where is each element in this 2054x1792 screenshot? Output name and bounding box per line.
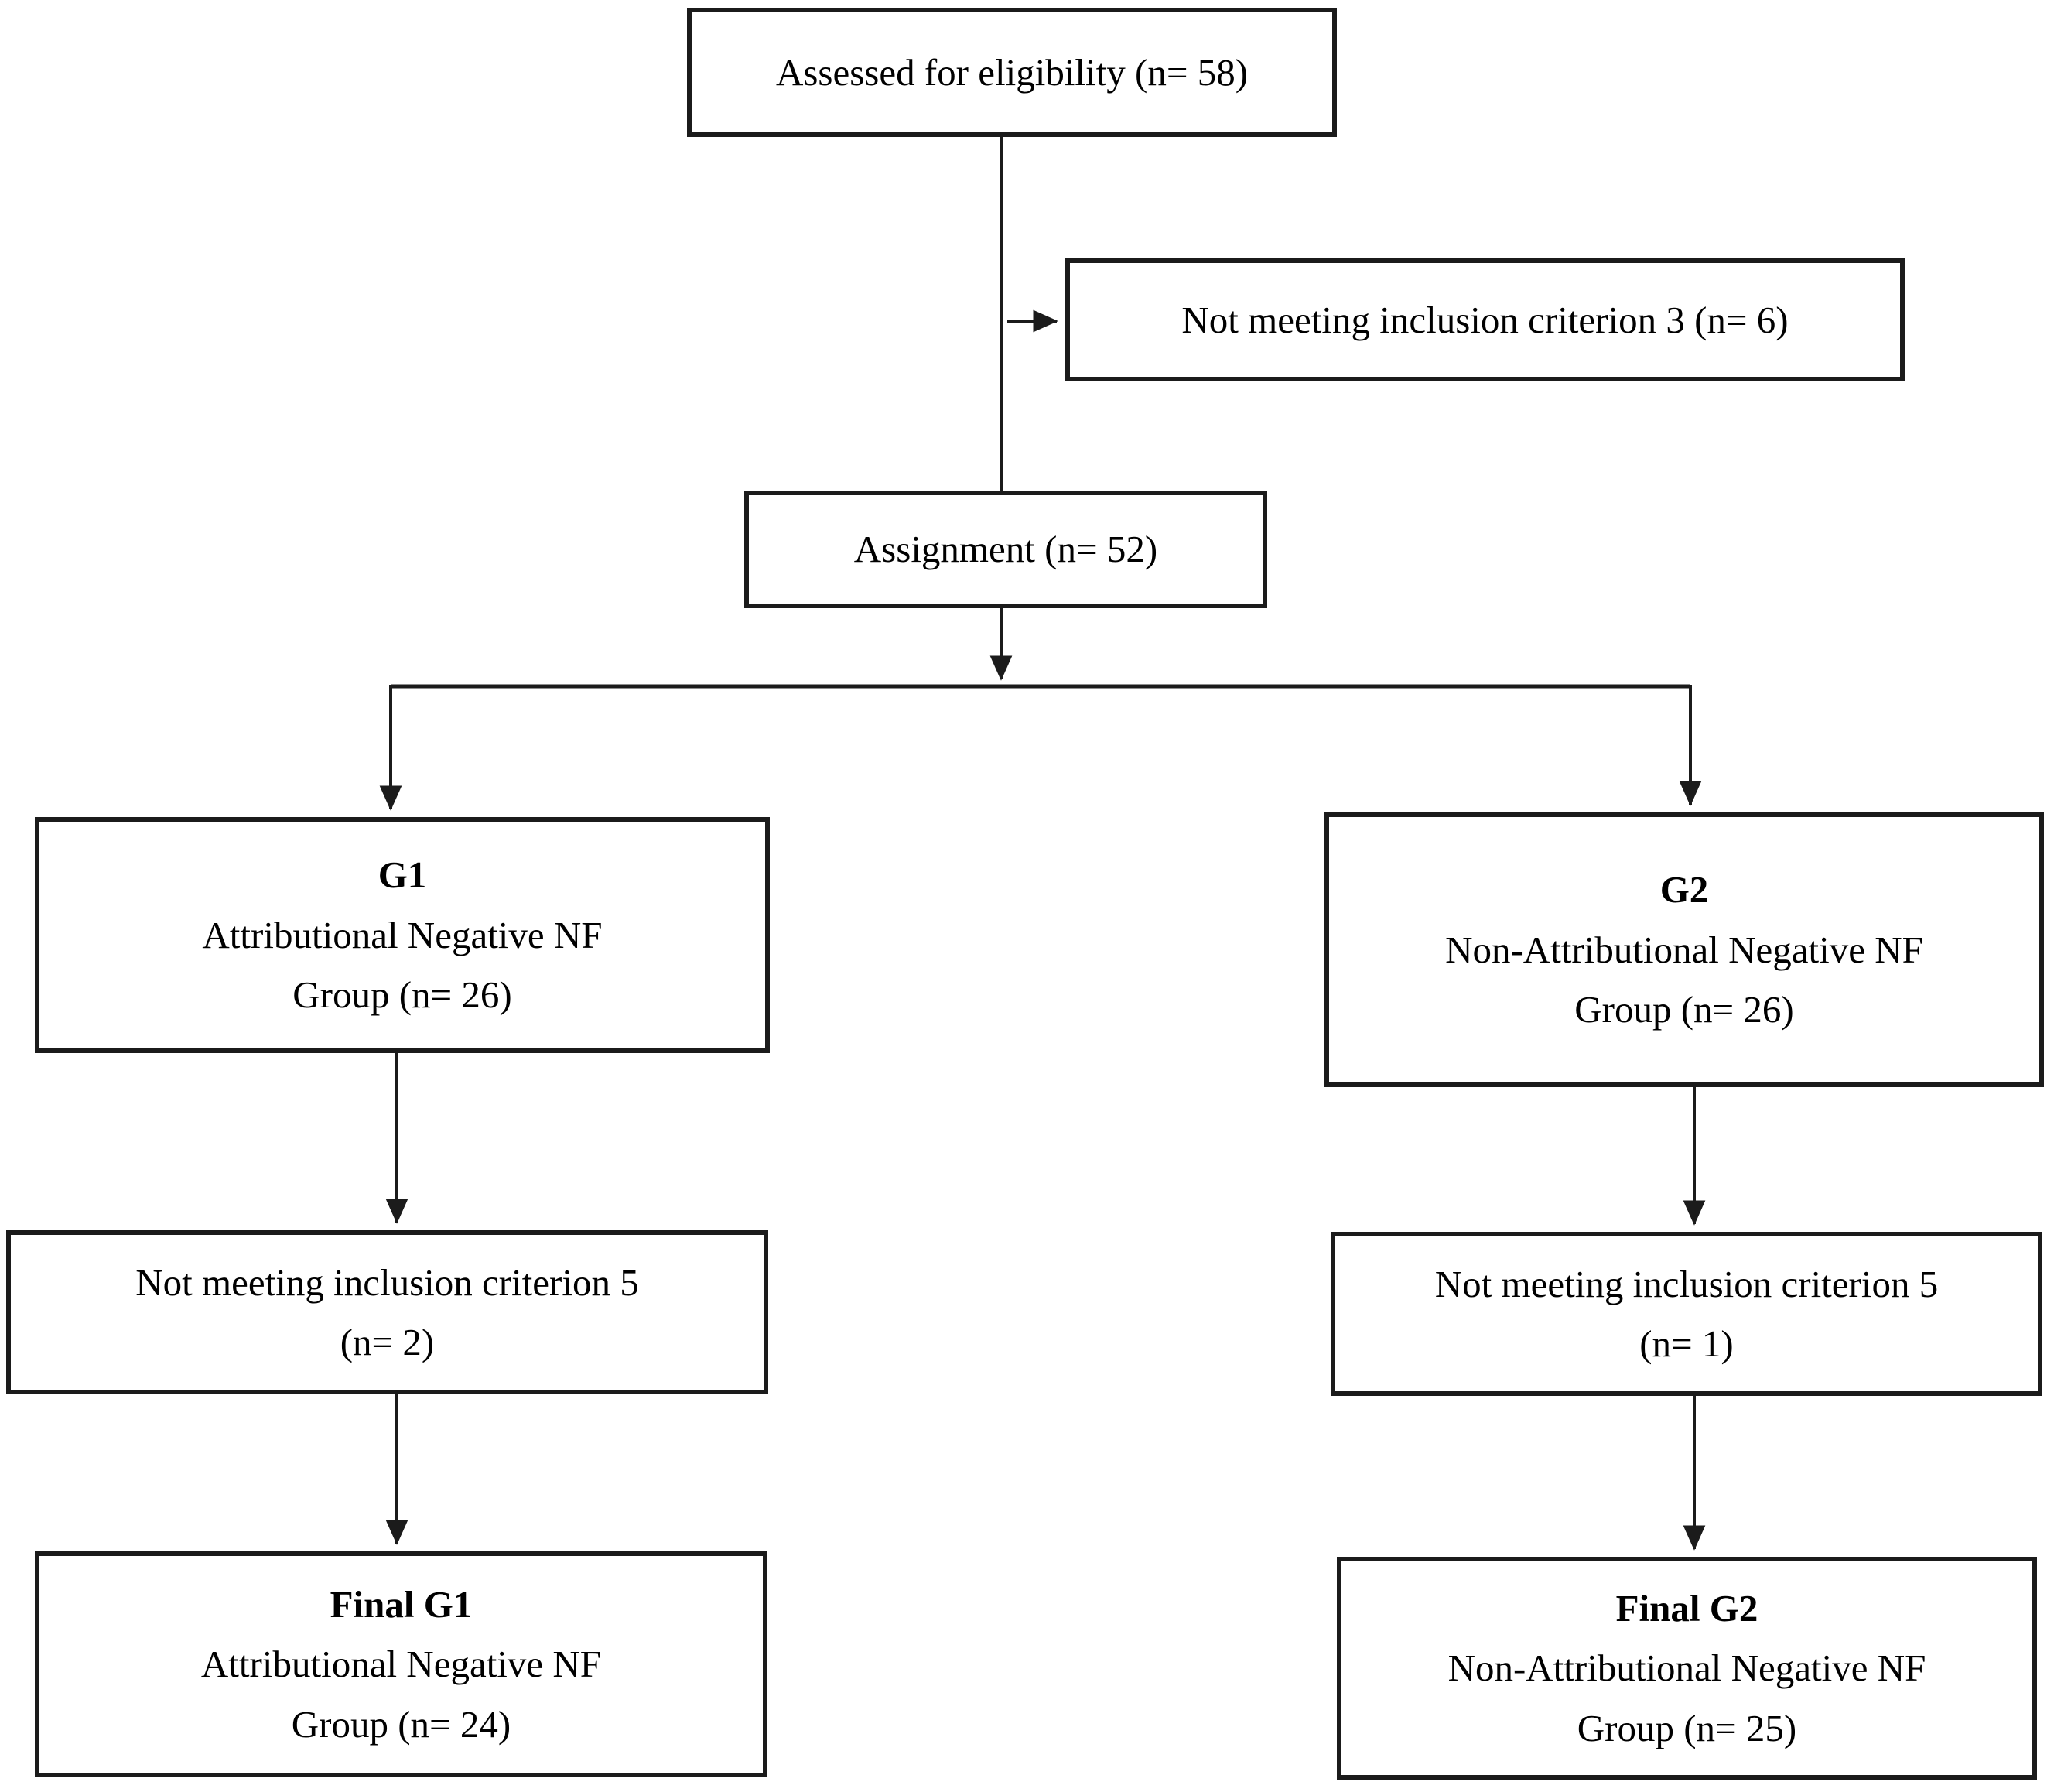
- node-text: (n= 1): [1639, 1322, 1734, 1365]
- node-text: Not meeting inclusion criterion 5: [135, 1260, 639, 1304]
- node-not-meeting-criterion-3: Not meeting inclusion criterion 3 (n= 6): [1065, 258, 1905, 381]
- node-text: Not meeting inclusion criterion 3 (n= 6): [1181, 298, 1789, 341]
- node-g2-not-meeting-criterion-5: Not meeting inclusion criterion 5 (n= 1): [1331, 1232, 2042, 1396]
- node-text: Group (n= 24): [291, 1702, 511, 1746]
- node-assignment: Assignment (n= 52): [744, 491, 1267, 608]
- node-text: Attributional Negative NF: [202, 913, 603, 956]
- node-final-g1-group: Final G1 Attributional Negative NF Group…: [35, 1551, 767, 1777]
- node-text: (n= 2): [340, 1321, 435, 1363]
- node-text: Non-Attributional Negative NF: [1447, 1647, 1926, 1690]
- node-final-g2-group: Final G2 Non-Attributional Negative NF G…: [1337, 1557, 2037, 1780]
- node-text: Non-Attributional Negative NF: [1445, 928, 1923, 971]
- node-heading: G2: [1659, 868, 1709, 911]
- node-g1-group: G1 Attributional Negative NF Group (n= 2…: [35, 817, 770, 1053]
- node-text: Attributional Negative NF: [200, 1643, 602, 1686]
- node-text: Assignment (n= 52): [853, 528, 1158, 571]
- node-assessed-for-eligibility: Assessed for eligibility (n= 58): [687, 8, 1337, 137]
- node-text: Assessed for eligibility (n= 58): [775, 50, 1249, 94]
- node-text: Group (n= 25): [1577, 1706, 1797, 1749]
- node-g2-group: G2 Non-Attributional Negative NF Group (…: [1324, 812, 2044, 1087]
- node-g1-not-meeting-criterion-5: Not meeting inclusion criterion 5 (n= 2): [6, 1230, 768, 1394]
- node-text: Group (n= 26): [292, 973, 512, 1017]
- node-heading: Final G1: [330, 1582, 473, 1626]
- node-heading: G1: [378, 853, 427, 897]
- node-text: Group (n= 26): [1574, 988, 1794, 1031]
- node-heading: Final G2: [1615, 1586, 1758, 1630]
- node-text: Not meeting inclusion criterion 5: [1434, 1262, 1939, 1305]
